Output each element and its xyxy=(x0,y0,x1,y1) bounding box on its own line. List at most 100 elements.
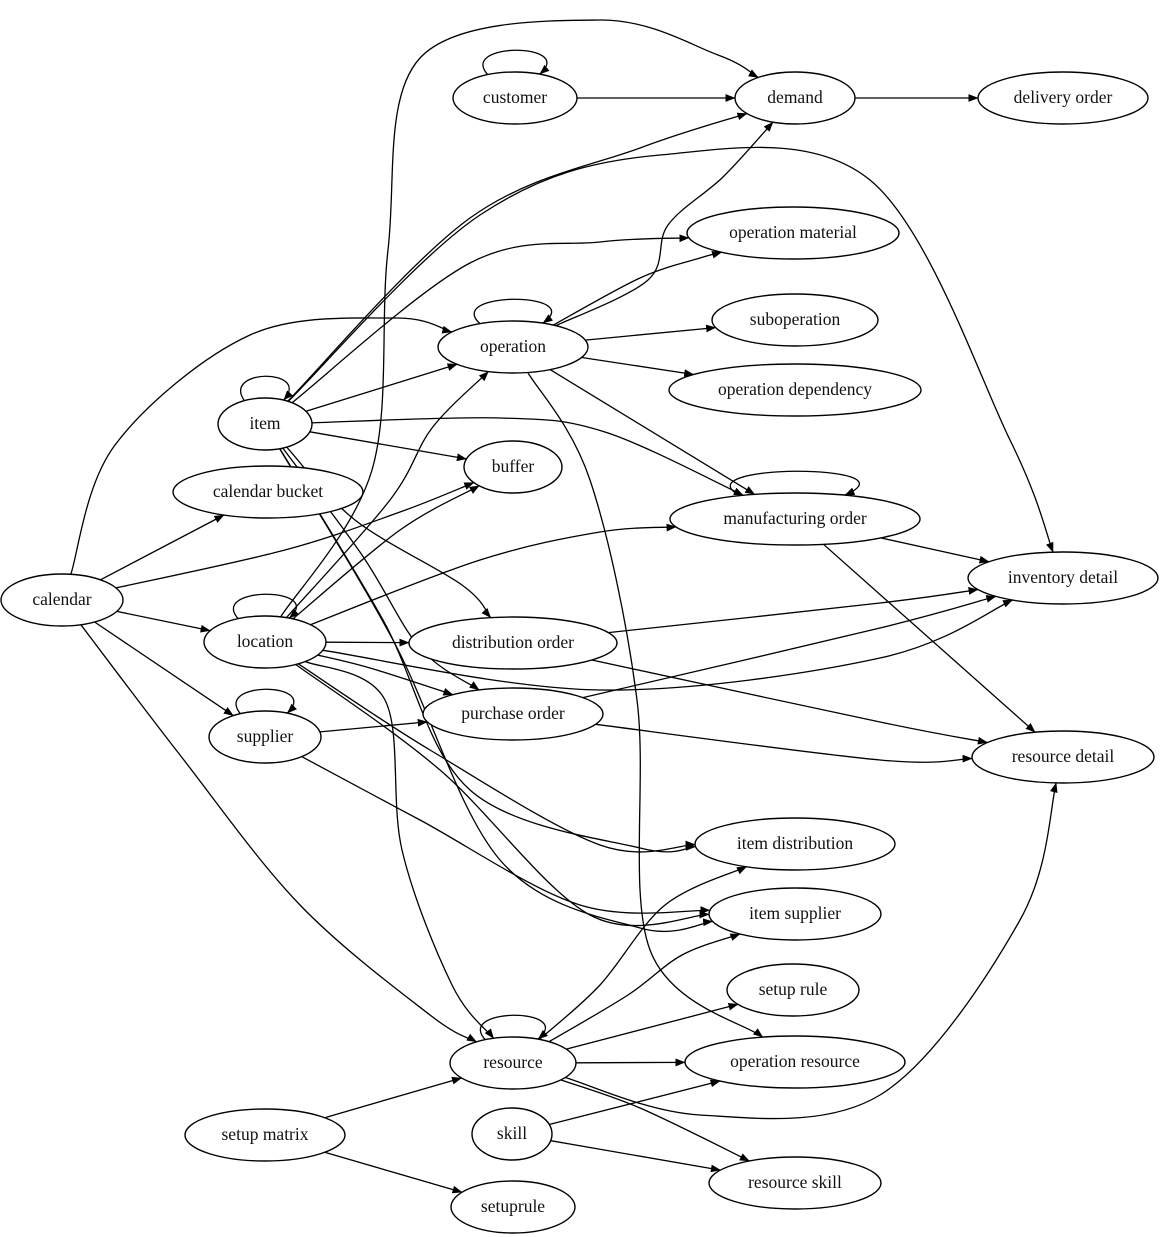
edge-skill-to-operation_resource xyxy=(549,1079,721,1126)
node-label-manufacturing_order: manufacturing order xyxy=(723,508,867,528)
edge-location-to-operation xyxy=(285,371,489,619)
node-shape-skill xyxy=(471,1107,553,1161)
node-shape-resource xyxy=(449,1036,577,1090)
node-shape-resource_skill xyxy=(708,1156,882,1210)
node-shape-supplier xyxy=(208,710,322,764)
node-shape-operation_dependency xyxy=(668,363,922,417)
node-setuprule: setuprule xyxy=(450,1180,576,1234)
edge-calendar-to-operation xyxy=(70,317,453,575)
node-shape-resource_detail xyxy=(971,730,1155,784)
node-item: item xyxy=(217,397,313,451)
node-label-calendar_bucket: calendar bucket xyxy=(213,481,323,501)
edge-calendar-to-location xyxy=(116,610,211,633)
node-suboperation: suboperation xyxy=(711,293,879,347)
node-label-resource: resource xyxy=(483,1052,543,1072)
node-label-purchase_order: purchase order xyxy=(461,703,565,723)
edge-location-to-manufacturing_order xyxy=(310,523,677,626)
edge-purchase_order-to-resource_detail xyxy=(595,723,973,763)
node-shape-item_distribution xyxy=(694,817,896,871)
edge-manufacturing_order-to-inventory_detail xyxy=(880,537,990,564)
node-label-item: item xyxy=(249,413,280,433)
node-label-distribution_order: distribution order xyxy=(452,632,574,652)
node-shape-calendar xyxy=(0,573,124,627)
edge-operation-to-suboperation xyxy=(585,324,717,341)
edge-calendar-to-supplier xyxy=(94,621,234,717)
node-label-resource_detail: resource detail xyxy=(1012,746,1115,766)
edge-resource-to-item_distribution xyxy=(538,866,747,1040)
node-label-item_supplier: item supplier xyxy=(749,903,841,923)
edge-operation-to-operation_resource xyxy=(527,372,764,1038)
node-delivery_order: delivery order xyxy=(977,71,1149,125)
self-loop-operation xyxy=(473,298,553,326)
edge-location-to-resource xyxy=(305,660,495,1039)
node-demand: demand xyxy=(734,71,856,125)
edge-operation-to-operation_material xyxy=(552,250,723,326)
node-setup_rule: setup rule xyxy=(726,963,860,1017)
node-shape-suboperation xyxy=(711,293,879,347)
edge-location-to-inventory_detail xyxy=(322,599,1014,691)
node-shape-item xyxy=(217,397,313,451)
node-label-delivery_order: delivery order xyxy=(1014,87,1113,107)
node-inventory_detail: inventory detail xyxy=(967,551,1159,605)
node-purchase_order: purchase order xyxy=(422,687,604,741)
node-shape-item_supplier xyxy=(708,887,882,941)
edge-location-to-buffer xyxy=(292,485,480,620)
edge-calendar-to-calendar_bucket xyxy=(100,514,225,581)
node-label-operation_material: operation material xyxy=(729,222,857,242)
edge-item-to-inventory_detail xyxy=(287,146,1054,553)
node-shape-calendar_bucket xyxy=(172,465,364,519)
node-shape-buffer xyxy=(463,440,563,494)
edge-manufacturing_order-to-resource_detail xyxy=(823,543,1036,733)
node-shape-demand xyxy=(734,71,856,125)
node-label-buffer: buffer xyxy=(492,456,535,476)
node-resource_skill: resource skill xyxy=(708,1156,882,1210)
node-label-setup_rule: setup rule xyxy=(759,979,828,999)
node-resource_detail: resource detail xyxy=(971,730,1155,784)
node-shape-purchase_order xyxy=(422,687,604,741)
edge-item-to-demand xyxy=(287,112,748,402)
node-shape-setup_rule xyxy=(726,963,860,1017)
edge-resource-to-resource_detail xyxy=(565,782,1058,1120)
edge-setup_matrix-to-resource xyxy=(324,1076,462,1119)
edges-layer xyxy=(70,19,1058,1194)
node-shape-distribution_order xyxy=(408,616,618,670)
node-label-skill: skill xyxy=(497,1123,527,1143)
node-operation_material: operation material xyxy=(686,206,900,260)
edge-item-to-manufacturing_order xyxy=(311,417,744,496)
node-shape-operation xyxy=(437,320,589,374)
edge-resource-to-resource_skill xyxy=(560,1079,750,1162)
edge-distribution_order-to-inventory_detail xyxy=(608,587,979,634)
edge-operation-to-demand xyxy=(555,121,774,327)
node-shape-customer xyxy=(452,71,578,125)
node-operation: operation xyxy=(437,320,589,374)
edge-location-to-demand xyxy=(280,19,759,618)
edge-setup_matrix-to-setuprule xyxy=(324,1151,463,1194)
node-label-resource_skill: resource skill xyxy=(748,1172,842,1192)
edge-supplier-to-item_supplier xyxy=(301,756,711,914)
edge-location-to-item_supplier xyxy=(295,663,710,927)
self-loop-item xyxy=(240,375,293,403)
edge-operation-to-manufacturing_order xyxy=(549,369,756,495)
edge-purchase_order-to-inventory_detail xyxy=(582,595,997,699)
node-label-location: location xyxy=(237,631,294,651)
node-distribution_order: distribution order xyxy=(408,616,618,670)
node-shape-inventory_detail xyxy=(967,551,1159,605)
node-skill: skill xyxy=(471,1107,553,1161)
edge-item-to-buffer xyxy=(309,431,467,462)
node-label-supplier: supplier xyxy=(237,726,294,746)
edge-item-to-item_supplier xyxy=(279,448,714,933)
node-calendar_bucket: calendar bucket xyxy=(172,465,364,519)
node-operation_dependency: operation dependency xyxy=(668,363,922,417)
self-loop-location xyxy=(232,593,300,621)
edge-supplier-to-purchase_order xyxy=(319,718,428,733)
node-shape-delivery_order xyxy=(977,71,1149,125)
node-item_supplier: item supplier xyxy=(708,887,882,941)
edge-resource-to-setup_rule xyxy=(566,1002,739,1050)
node-label-suboperation: suboperation xyxy=(750,309,841,329)
node-location: location xyxy=(203,615,327,669)
edge-location-to-purchase_order xyxy=(317,654,454,696)
edge-item-to-operation_material xyxy=(291,234,690,404)
